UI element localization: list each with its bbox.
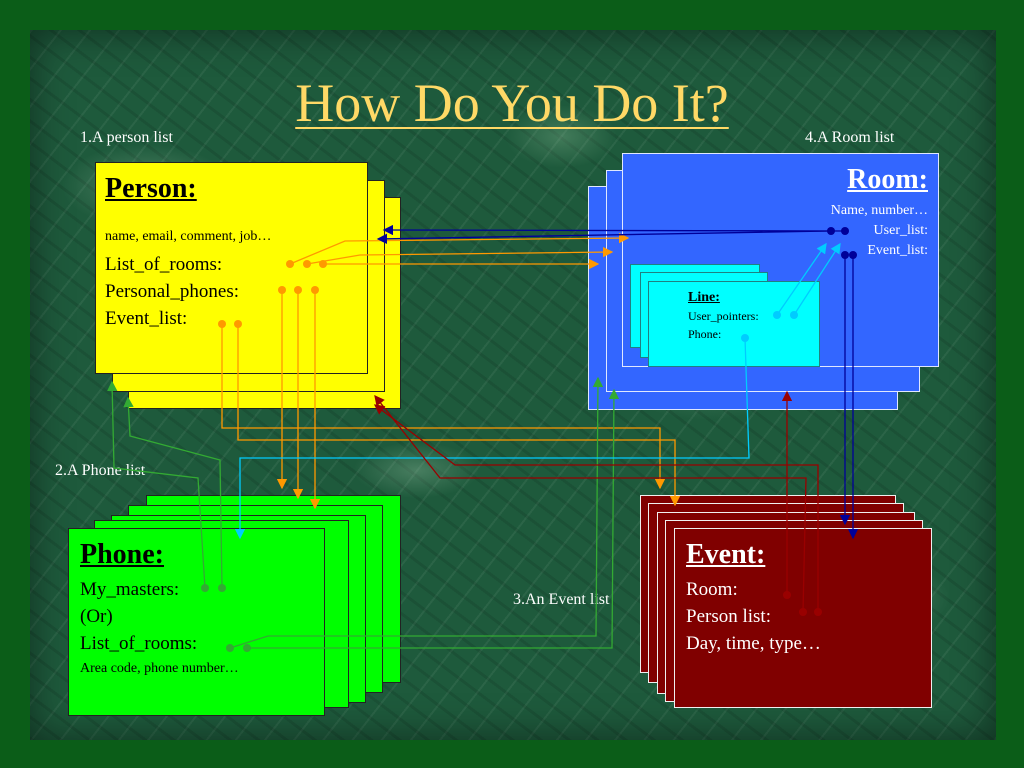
connector-dots [201,227,857,652]
slide-title: How Do You Do It? [295,73,729,133]
person-fields-label: name, email, comment, job… [105,229,272,244]
line-card: Line: User_pointers: Phone: [648,281,820,367]
person-phones-connector [276,290,321,510]
phone-rooms-connector [229,376,620,649]
phone-list-of-rooms-label: List_of_rooms: [80,633,198,654]
event-connectors [373,390,819,613]
person-card-title: Person: [105,173,197,204]
room-event-list-label: Event_list: [867,243,928,258]
caption-room-list: 4.A Room list [805,129,895,146]
person-personal-phones-label: Personal_phones: [105,281,240,302]
phone-my-masters-label: My_masters: [80,579,180,600]
line-card-title: Line: [688,290,720,305]
phone-area-code-label: Area code, phone number… [80,661,239,676]
event-card: Event: Room: Person list: Day, time, typ… [674,528,932,708]
room-card-title: Room: [847,164,928,195]
event-person-list-label: Person list: [686,606,771,627]
event-room-label: Room: [686,579,738,600]
event-day-time-type-label: Day, time, type… [686,633,821,654]
event-card-title: Event: [686,539,766,570]
line-phone-label: Phone: [688,327,722,341]
caption-event-list: 3.An Event list [513,591,610,608]
line-user-pointers-label: User_pointers: [688,309,759,323]
room-name-number-label: Name, number… [830,203,928,218]
caption-person-list: 1.A person list [80,129,173,146]
caption-phone-list: 2.A Phone list [55,462,146,479]
phone-card: Phone: My_masters: (Or) List_of_rooms: A… [68,528,325,716]
phone-or-label: (Or) [80,606,113,627]
person-card: Person: name, email, comment, job… List_… [95,162,368,374]
person-list-of-rooms-label: List_of_rooms: [105,254,223,275]
person-event-list-label: Event_list: [105,308,188,329]
room-user-list-label: User_list: [873,223,928,238]
phone-card-title: Phone: [80,539,164,570]
phone-masters-connector [107,380,223,589]
person-rooms-connector [289,232,630,270]
room-connectors [376,224,859,540]
line-connectors [234,242,841,540]
